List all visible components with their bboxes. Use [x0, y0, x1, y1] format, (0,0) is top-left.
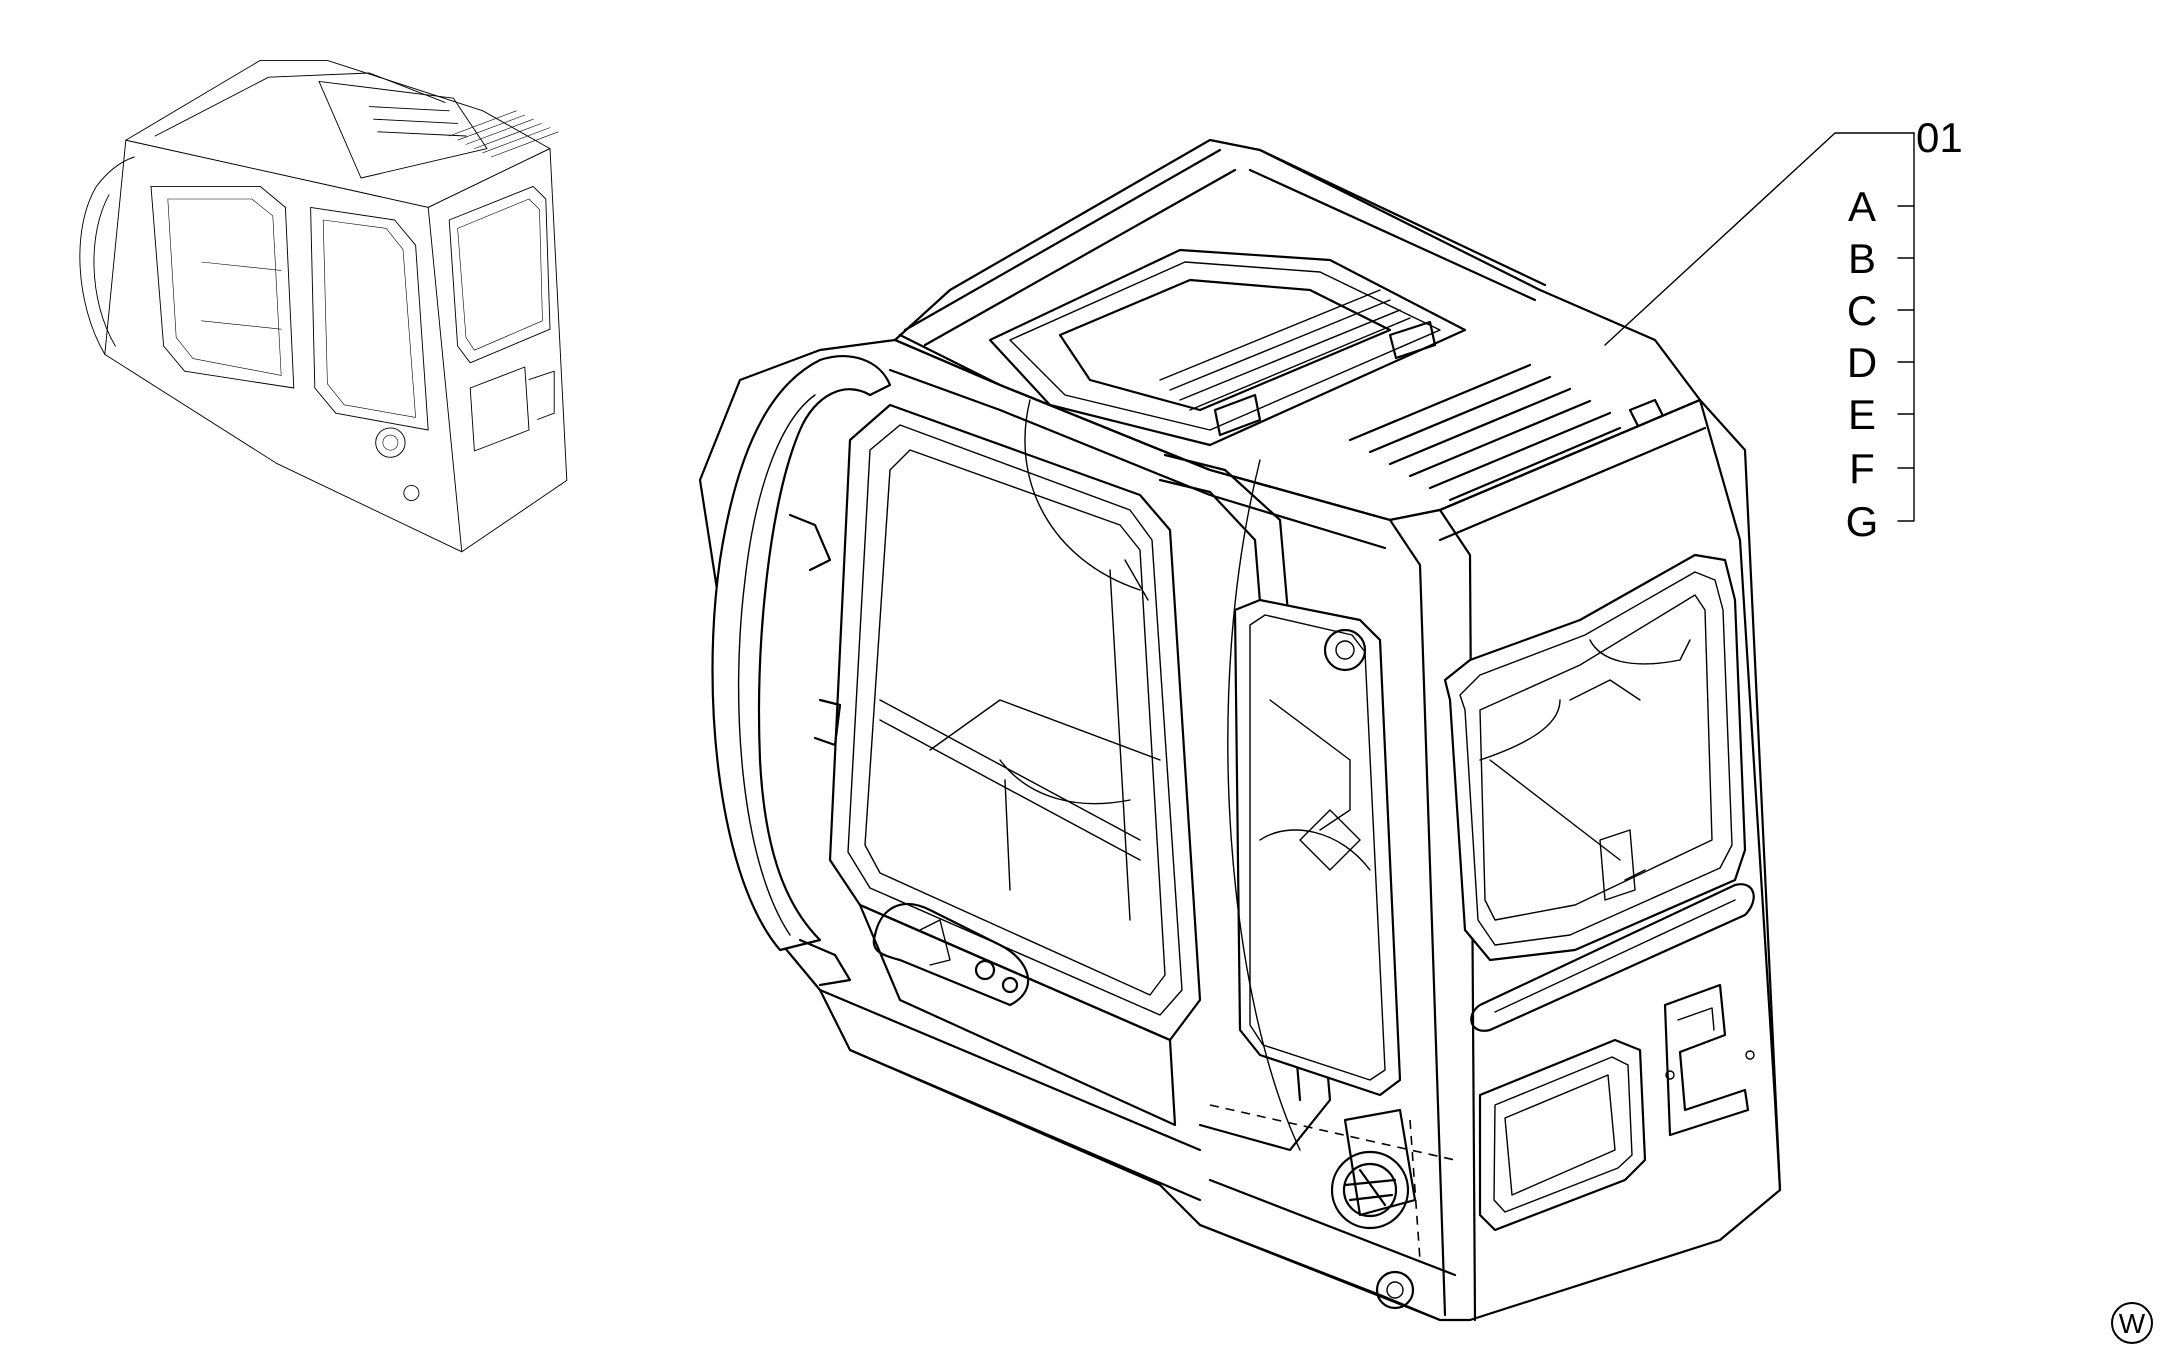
leader-line	[1604, 132, 1915, 346]
door-window	[828, 403, 1202, 1042]
part-label-f: F	[1849, 445, 1875, 492]
corner-circle-mark: W	[2111, 1302, 2153, 1344]
front-lower-panel	[1478, 1038, 1647, 1232]
part-label-e: E	[1848, 391, 1876, 438]
overview-cab-thumbnail	[79, 59, 568, 553]
part-label-g: G	[1846, 498, 1879, 545]
part-label-d: D	[1847, 339, 1877, 386]
front-windshield	[1443, 553, 1747, 962]
side-lamp	[1330, 1108, 1417, 1310]
cab-main-illustration	[698, 138, 1782, 1322]
corner-mark-letter: W	[2119, 1308, 2146, 1339]
part-callout: 01 A B C D E F G	[1604, 114, 1963, 545]
side-window	[1233, 598, 1402, 1097]
part-label-b: B	[1848, 235, 1876, 282]
assembly-number-label: 01	[1916, 114, 1963, 161]
part-label-a: A	[1848, 183, 1876, 230]
callout-bracket	[1897, 132, 1915, 522]
part-label-c: C	[1847, 287, 1877, 334]
roof-vent-slats	[1348, 363, 1642, 522]
grab-handle	[711, 355, 892, 952]
